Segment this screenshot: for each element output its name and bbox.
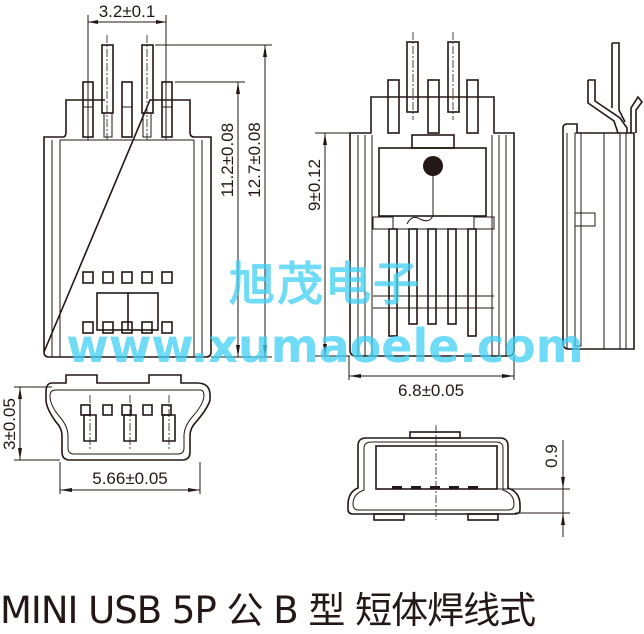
pins	[82, 35, 173, 140]
latch-holes	[82, 271, 173, 334]
long-pin-height-dim: 12.7±0.08	[245, 122, 264, 198]
pin-pitch-dim: 3.2±0.1	[99, 2, 156, 21]
end-height-dim: 3±0.05	[0, 398, 19, 450]
end-width-dim: 5.66±0.05	[92, 469, 168, 488]
top-view: 9±0.12 6.8±0.05	[305, 32, 515, 400]
body-height-dim: 9±0.12	[305, 159, 324, 211]
front-view: 3.2±0.1 11.2±0.08 12.7±0.08	[43, 2, 272, 358]
watermark-url: www.xumaoele.com	[66, 319, 583, 373]
bottom-view: 0.9	[347, 425, 570, 537]
watermark-cn: 旭茂电子	[229, 257, 421, 311]
contact-offset-dim: 0.9	[542, 444, 561, 468]
drawing-title: MINI USB 5P 公 B 型 短体焊线式	[0, 589, 536, 632]
body-width-dim: 6.8±0.05	[398, 381, 464, 400]
short-pin-height-dim: 11.2±0.08	[218, 123, 237, 197]
solder-dot	[423, 156, 443, 176]
end-view: 3±0.05 5.66±0.05	[0, 374, 211, 494]
side-view	[562, 42, 644, 350]
